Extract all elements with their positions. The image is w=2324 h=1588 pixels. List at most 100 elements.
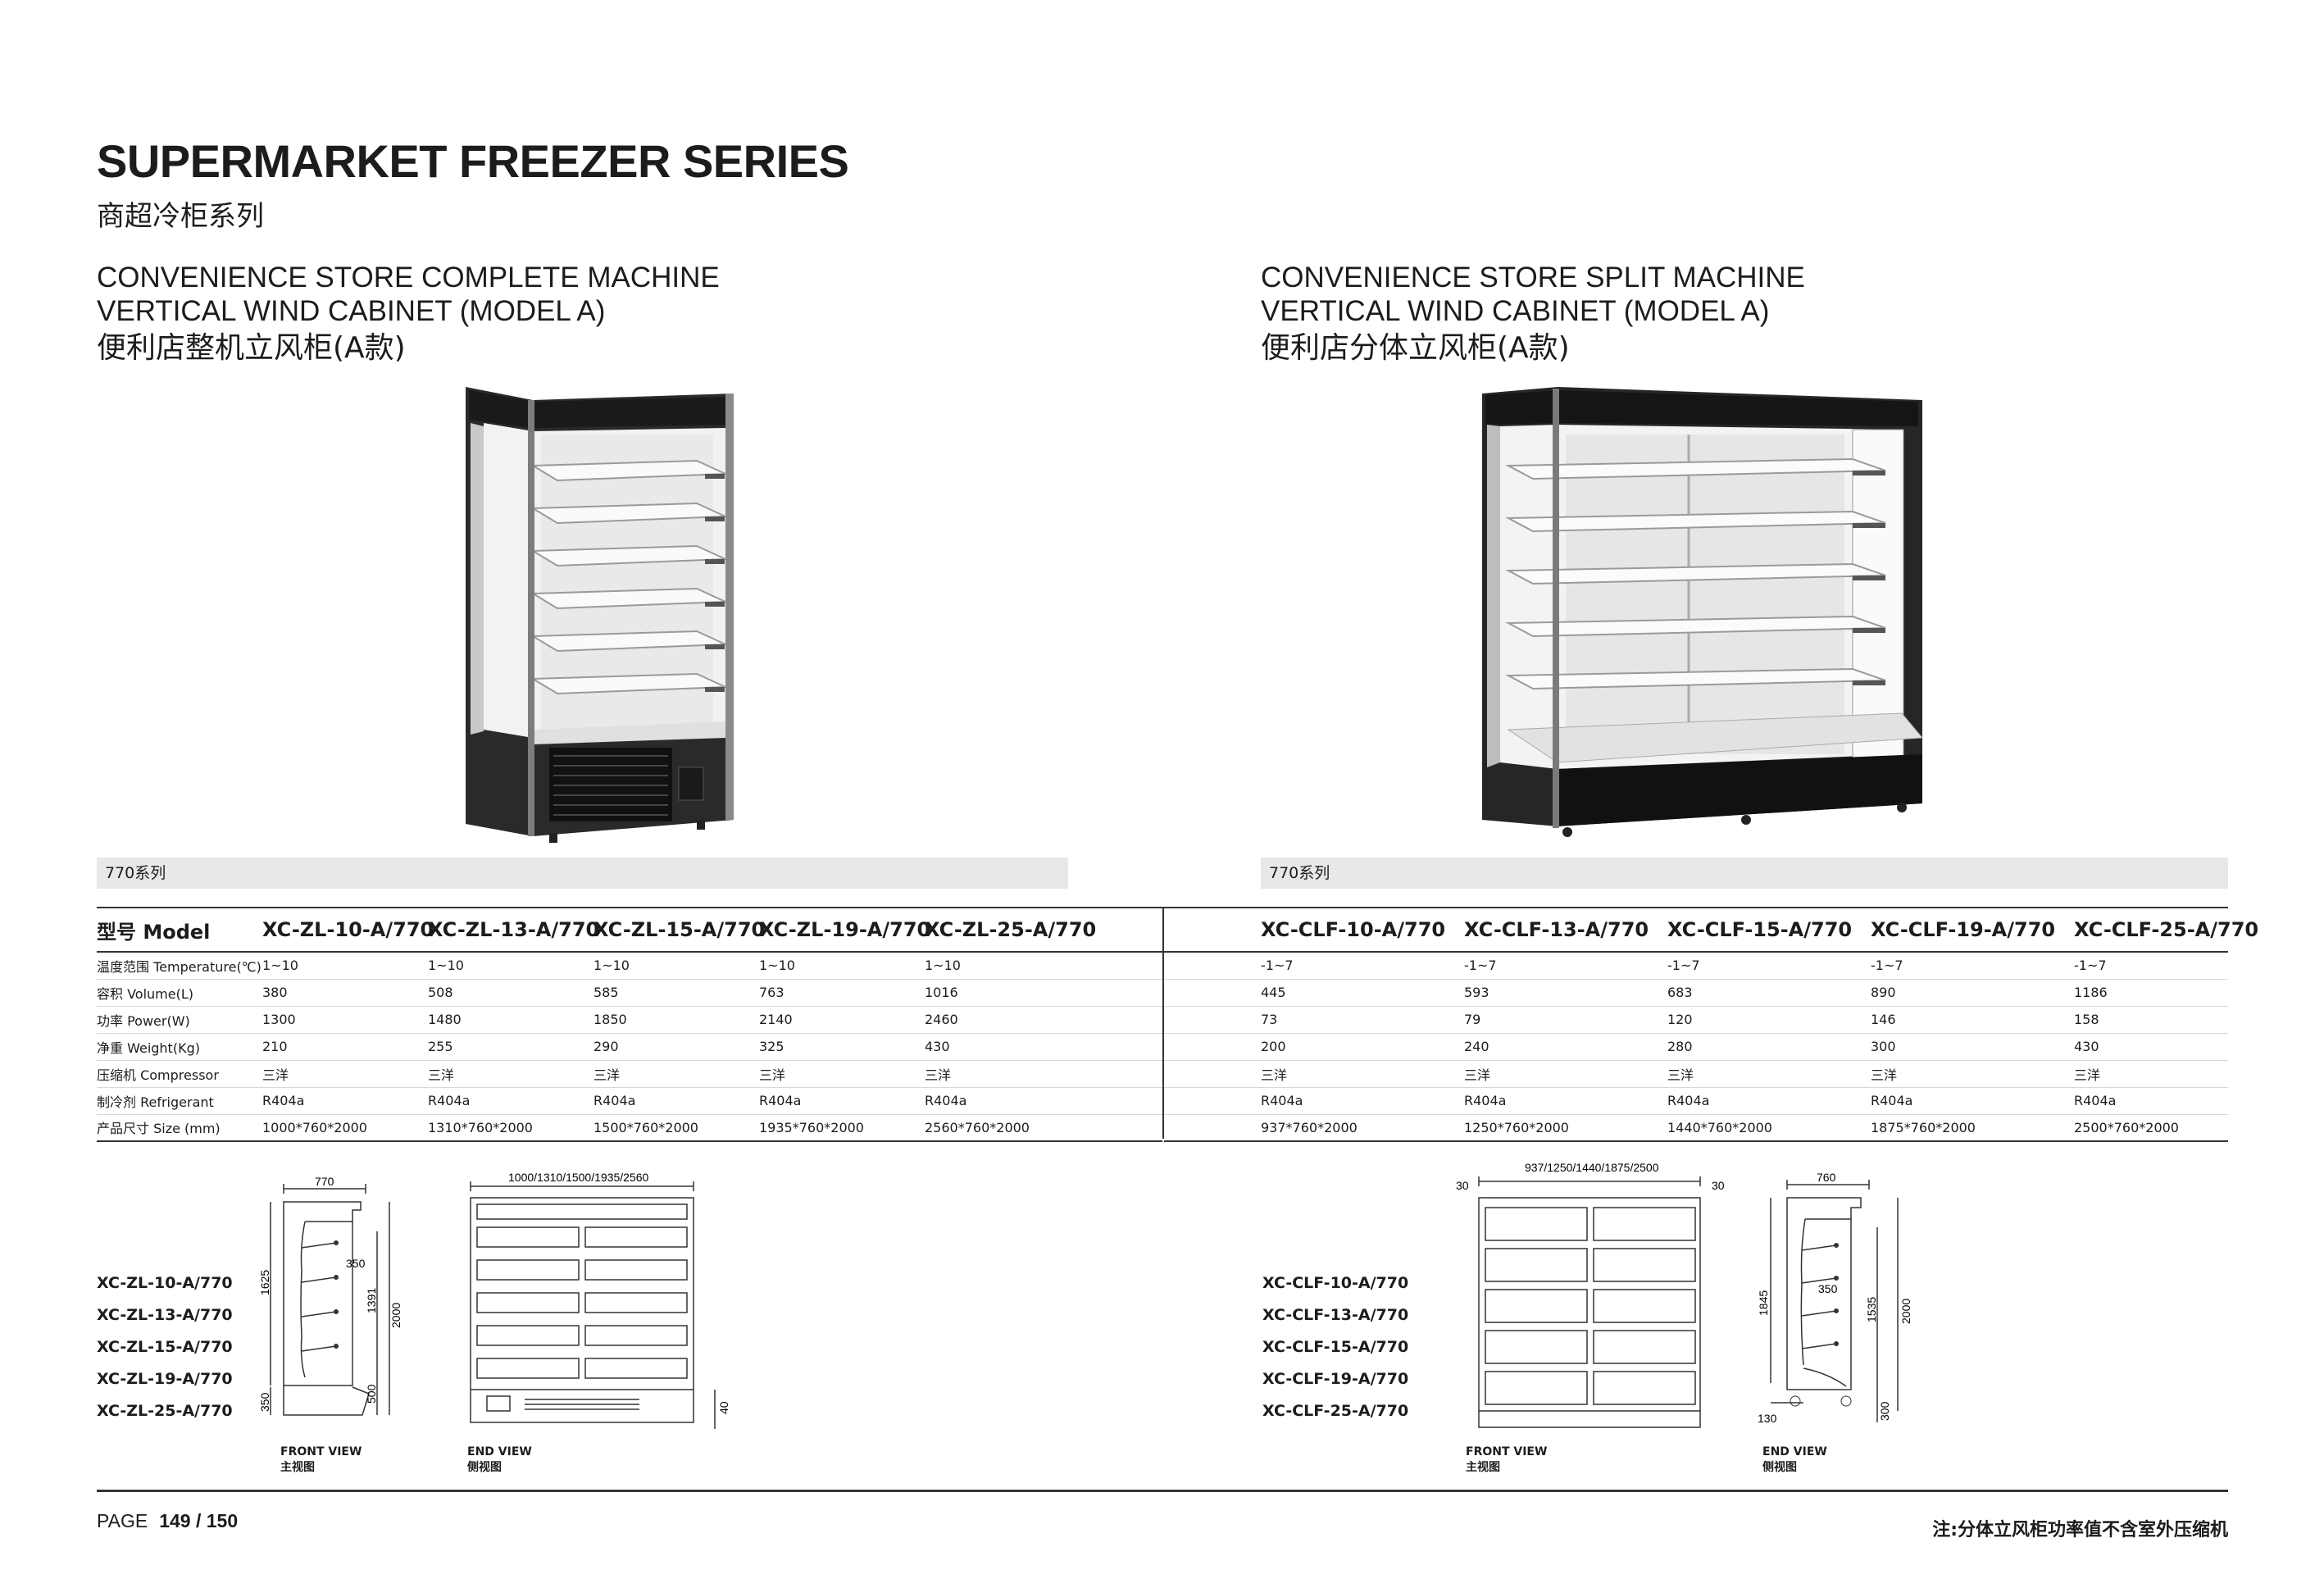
list-item: XC-CLF-10-A/770 [1262,1274,1409,1292]
page-title: SUPERMARKET FREEZER SERIES [97,135,849,187]
list-item: XC-CLF-15-A/770 [1262,1338,1409,1356]
table-cell: 1480 [428,1006,594,1034]
table-cell: -1~7 [1871,952,2074,980]
table-cell: 210 [262,1033,428,1061]
row-label: 制冷剂 Refrigerant [97,1087,262,1115]
right-spec-table: XC-CLF-10-A/770 XC-CLF-13-A/770 XC-CLF-1… [1164,907,2258,1142]
table-cell: 三洋 [594,1060,759,1088]
table-cell: 三洋 [428,1060,594,1088]
table-cell: -1~7 [1464,952,1667,980]
dim-base1: 130 [1758,1412,1777,1425]
table-cell: 1850 [594,1006,759,1034]
left-model-name: XC-ZL-19-A/770 [759,907,930,953]
dim-base2: 500 [365,1384,378,1404]
left-model-name: XC-ZL-15-A/770 [594,907,765,953]
footnote: 注:分体立风柜功率值不含室外压缩机 [1932,1520,2228,1540]
row-label: 容积 Volume(L) [97,979,262,1007]
dim-base2: 300 [1878,1401,1891,1421]
table-cell: 240 [1464,1033,1667,1061]
table-cell: R404a [1667,1087,1871,1115]
dim-depth: 760 [1817,1171,1836,1184]
left-front-drawing: 1000/1310/1500/1935/2560 40 [470,1171,730,1429]
table-cell: 2460 [925,1006,1162,1034]
spacer-cell [1164,1114,1261,1142]
table-cell: 445 [1261,979,1464,1007]
table-cell: 三洋 [1871,1060,2074,1088]
table-cell: 三洋 [2074,1060,2228,1088]
left-cabinet-photo [466,387,734,843]
table-cell: 593 [1464,979,1667,1007]
table-cell: 1500*760*2000 [594,1114,759,1142]
table-cell: 2500*760*2000 [2074,1114,2228,1142]
table-cell: 1875*760*2000 [1871,1114,2074,1142]
row-label: 温度范围 Temperature(℃) [97,952,262,980]
table-cell: 300 [1871,1033,2074,1061]
dim-h3: 2000 [1899,1299,1912,1324]
right-model-list: XC-CLF-10-A/770 XC-CLF-13-A/770 XC-CLF-1… [1262,1267,1408,1427]
table-cell: R404a [1261,1087,1464,1115]
spacer-cell [1164,952,1261,980]
table-cell: 三洋 [1667,1060,1871,1088]
list-item: XC-ZL-19-A/770 [97,1370,233,1388]
left-heading-cn: 便利店整机立风柜(A款) [97,331,406,365]
table-cell: 1300 [262,1006,428,1034]
table-cell: 430 [2074,1033,2228,1061]
row-label: 净重 Weight(Kg) [97,1033,262,1061]
list-item: XC-CLF-13-A/770 [1262,1306,1409,1324]
right-caption-front: FRONT VIEW 主视图 [1466,1445,1548,1474]
table-cell: R404a [2074,1087,2228,1115]
table-cell: 508 [428,979,594,1007]
right-model-name: XC-CLF-10-A/770 [1261,907,1464,953]
right-product-heading: CONVENIENCE STORE SPLIT MACHINE VERTICAL… [1261,261,1805,365]
table-cell: 1000*760*2000 [262,1114,428,1142]
right-caption-end: END VIEW 侧视图 [1762,1445,1827,1474]
left-product-heading: CONVENIENCE STORE COMPLETE MACHINE VERTI… [97,261,720,365]
spacer-cell [1164,1006,1261,1034]
left-caption-end: END VIEW 侧视图 [467,1445,532,1474]
dim-h1: 1845 [1757,1290,1770,1316]
table-cell: 280 [1667,1033,1871,1061]
table-cell: 1016 [925,979,1162,1007]
dim-width: 1000/1310/1500/1935/2560 [508,1171,648,1184]
table-cell: 1~10 [925,952,1162,980]
right-heading-cn: 便利店分体立风柜(A款) [1261,331,1570,365]
table-cell: 1~10 [428,952,594,980]
dim-h2: 1391 [365,1288,378,1313]
table-cell: 890 [1871,979,2074,1007]
table-cell: 290 [594,1033,759,1061]
table-row: 三洋三洋三洋三洋三洋 [1164,1060,2228,1088]
table-cell: 937*760*2000 [1261,1114,1464,1142]
right-heading-line2: VERTICAL WIND CABINET (MODEL A) [1261,295,1770,327]
table-cell: 1440*760*2000 [1667,1114,1871,1142]
spacer-cell [1164,1087,1261,1115]
left-model-name: XC-ZL-13-A/770 [428,907,599,953]
list-item: XC-CLF-25-A/770 [1262,1402,1409,1420]
table-cell: 三洋 [262,1060,428,1088]
left-spec-table: 型号 Model XC-ZL-10-A/770 XC-ZL-13-A/770 X… [97,907,1162,1142]
table-cell: 三洋 [925,1060,1162,1088]
left-heading-line2: VERTICAL WIND CABINET (MODEL A) [97,295,606,327]
table-cell: 763 [759,979,925,1007]
model-header: 型号 Model [97,907,262,953]
table-cell: 1~10 [262,952,428,980]
right-model-name: XC-CLF-19-A/770 [1871,907,2074,953]
table-cell: 73 [1261,1006,1464,1034]
spacer-cell [1164,1033,1261,1061]
table-cell: 325 [759,1033,925,1061]
table-cell: 1935*760*2000 [759,1114,925,1142]
table-cell: 380 [262,979,428,1007]
table-cell: R404a [594,1087,759,1115]
table-cell: 1186 [2074,979,2228,1007]
dim-base1: 350 [258,1392,271,1412]
left-series-bar: 770系列 [97,858,1068,889]
table-cell: 三洋 [1261,1060,1464,1088]
table-cell: 255 [428,1033,594,1061]
right-series-bar: 770系列 [1261,858,2228,889]
table-cell: 120 [1667,1006,1871,1034]
